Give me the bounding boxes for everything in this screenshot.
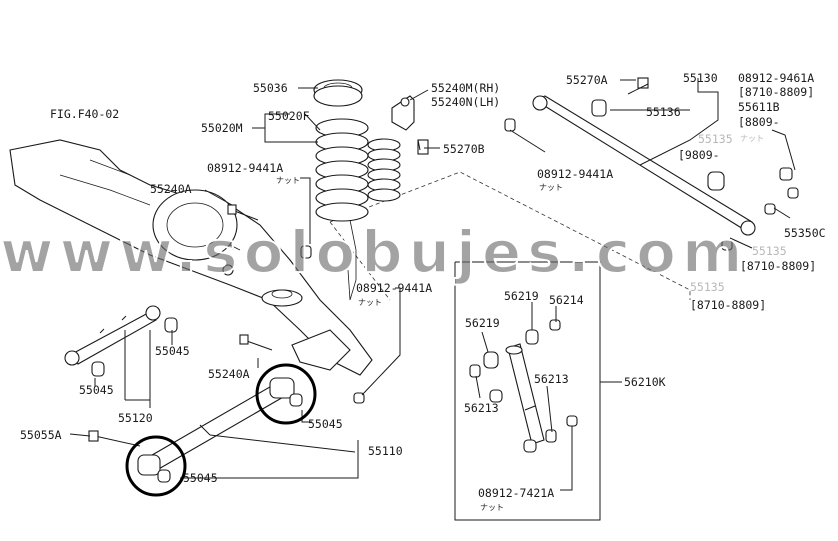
label-55120: 55120 [118, 411, 153, 425]
part-labels: 55036 55240M(RH) 55240N(LH) 55020M 55020… [20, 71, 826, 512]
label-55240n: 55240N(LH) [431, 95, 500, 109]
label-55135-a: 55135 [698, 132, 733, 146]
label-55240a-bottom: 55240A [208, 367, 250, 381]
group-boundary [329, 171, 691, 300]
watermark: www.solobujes.com [0, 218, 748, 286]
label-08912-9441a-top: 08912-9441A [207, 161, 283, 175]
label-nut-mid: ナット [358, 298, 382, 307]
label-55270a: 55270A [566, 73, 608, 87]
lower-arm-55120 [64, 305, 178, 377]
label-08912-9441a-mid: 08912-9441A [356, 281, 432, 295]
label-08912-9441a-right: 08912-9441A [537, 167, 613, 181]
label-56219-a: 56219 [504, 289, 539, 303]
label-nut-right: ナット [539, 183, 563, 192]
label-55240a-top: 55240A [150, 182, 192, 196]
label-55270b: 55270B [443, 142, 485, 156]
coil-spring [313, 79, 369, 301]
spring-bracket [391, 95, 429, 155]
kit-bracket [454, 261, 601, 521]
label-55045-d: 55045 [183, 471, 218, 485]
figure-label: FIG.F40-02 [50, 107, 119, 121]
control-arm-55110 [88, 377, 303, 483]
label-08912-7421a: 08912-7421A [478, 486, 554, 500]
axle-housing [9, 139, 373, 376]
label-55135-b: 55135 [752, 244, 787, 258]
label-range-9809: [9809- [678, 148, 720, 162]
highlight-circle-upper-bushing [255, 363, 317, 425]
label-nut-top: ナット [276, 176, 300, 185]
label-55240m: 55240M(RH) [431, 81, 500, 95]
label-55045-c: 55045 [308, 417, 343, 431]
label-55136: 55136 [646, 105, 681, 119]
label-55045-b: 55045 [79, 383, 114, 397]
bushing-55136 [591, 99, 607, 117]
label-range-8710-a: [8710-8809] [738, 85, 814, 99]
label-55036: 55036 [253, 81, 288, 95]
leader-lines [69, 78, 796, 491]
label-08912-9461a: 08912-9461A [738, 71, 814, 85]
bump-stop [367, 138, 401, 202]
label-range-8809: [8809- [738, 115, 780, 129]
label-55045-a: 55045 [155, 344, 190, 358]
label-55020f: 55020F [268, 109, 310, 123]
label-range-8710-c: [8710-8809] [690, 298, 766, 312]
highlight-circle-lower-bushing [125, 435, 187, 497]
label-55611b: 55611B [738, 100, 780, 114]
label-55135-c: 55135 [690, 280, 725, 294]
label-56219-b: 56219 [465, 316, 500, 330]
label-range-8710-b: [8710-8809] [740, 259, 816, 273]
label-56213-a: 56213 [534, 372, 569, 386]
label-55110: 55110 [368, 444, 403, 458]
bushing-lower-end [137, 454, 161, 476]
label-55020m: 55020M [201, 121, 243, 135]
label-56210k: 56210K [624, 375, 666, 389]
label-55055a: 55055A [20, 428, 62, 442]
lateral-rod [300, 77, 799, 259]
label-55350c: 55350C [784, 226, 826, 240]
label-nut-bottom: ナット [480, 503, 504, 512]
bushing-55135 [707, 171, 725, 191]
bushing-upper-end [269, 377, 295, 399]
shock-absorber [469, 319, 578, 453]
label-56213-b: 56213 [464, 401, 499, 415]
label-56214: 56214 [549, 293, 584, 307]
label-nut-55135: ナット [740, 134, 764, 143]
label-55130: 55130 [683, 71, 718, 85]
group-boundary-2 [329, 221, 391, 301]
